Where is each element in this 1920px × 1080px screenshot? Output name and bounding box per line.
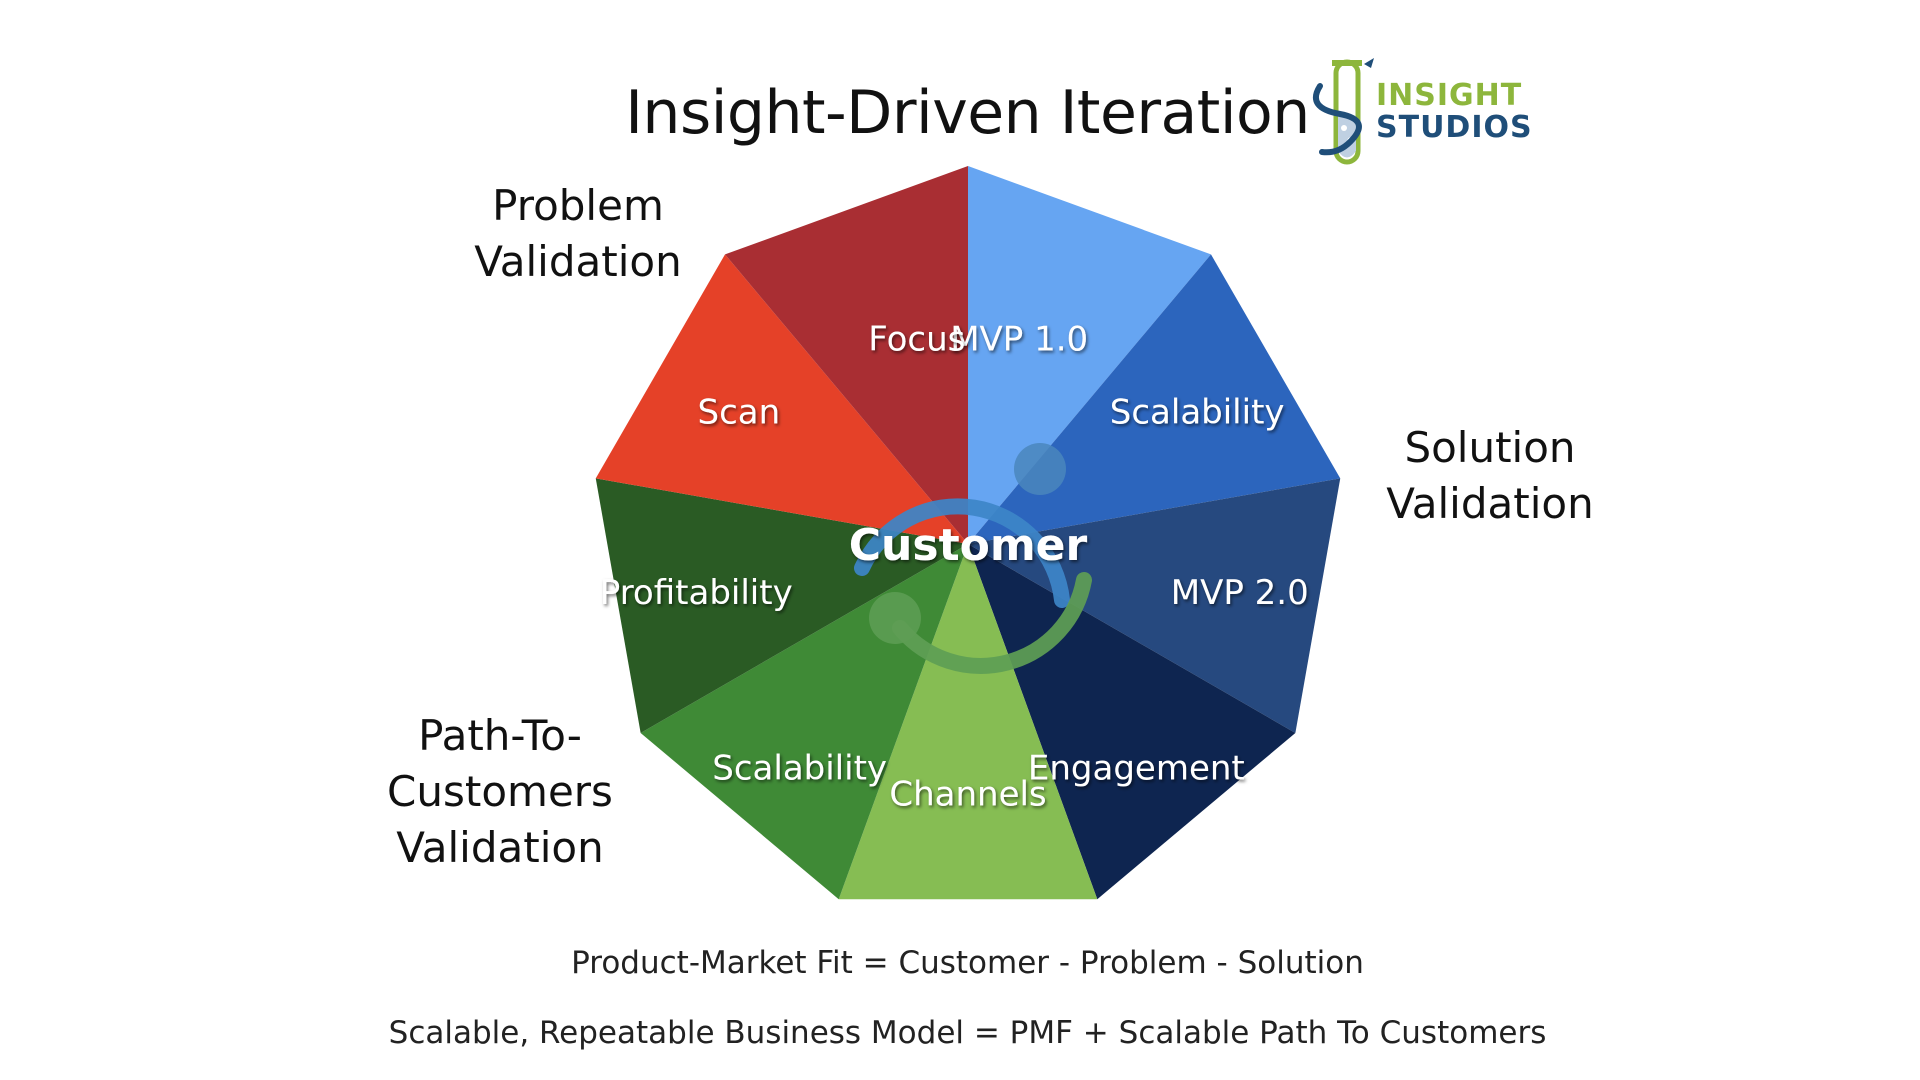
segment-label-scalability: Scalability: [712, 748, 887, 788]
cycle-arc-blue: [854, 498, 1070, 608]
cycle-node-blue: [1014, 443, 1066, 495]
logo-text-insight: INSIGHT: [1376, 78, 1523, 113]
stage-label-problem-validation: Problem Validation: [474, 181, 682, 286]
cycle-arc-green: [892, 572, 1092, 674]
segment-label-mvp-2-0: MVP 2.0: [1171, 573, 1309, 613]
segment-label-profitability: Profitability: [600, 573, 793, 613]
segment-label-mvp-1-0: MVP 1.0: [950, 320, 1088, 360]
wheel-segment-channels: [838, 544, 1098, 900]
stage-label-solution-validation: Solution Validation: [1386, 423, 1594, 528]
segment-label-engagement: Engagement: [1028, 748, 1245, 788]
formula-business-model: Scalable, Repeatable Business Model = PM…: [388, 1015, 1547, 1051]
center-label-customer: Customer: [849, 520, 1088, 571]
wheel-segment-mvp-2-0: [968, 478, 1341, 733]
cycle-node-green: [869, 592, 921, 644]
wheel-segment-scan: [595, 254, 968, 545]
wheel-segment-focus: [725, 166, 968, 544]
customer-cycle-ring: [854, 443, 1092, 674]
segment-label-focus: Focus: [868, 320, 965, 360]
segment-label-channels: Channels: [889, 774, 1046, 814]
segment-label-scan: Scan: [698, 393, 781, 433]
segment-label-scalability: Scalability: [1110, 393, 1285, 433]
logo-text-studios: STUDIOS: [1376, 110, 1533, 145]
diagram-title: Insight-Driven Iteration: [625, 78, 1310, 148]
insight-studios-logo: INSIGHT STUDIOS: [1310, 56, 1550, 176]
stage-label-path-to-customers-validation: Path-To- Customers Validation: [387, 711, 613, 872]
test-tube-icon: [1313, 58, 1374, 165]
formula-product-market-fit: Product-Market Fit = Customer - Problem …: [571, 945, 1364, 981]
